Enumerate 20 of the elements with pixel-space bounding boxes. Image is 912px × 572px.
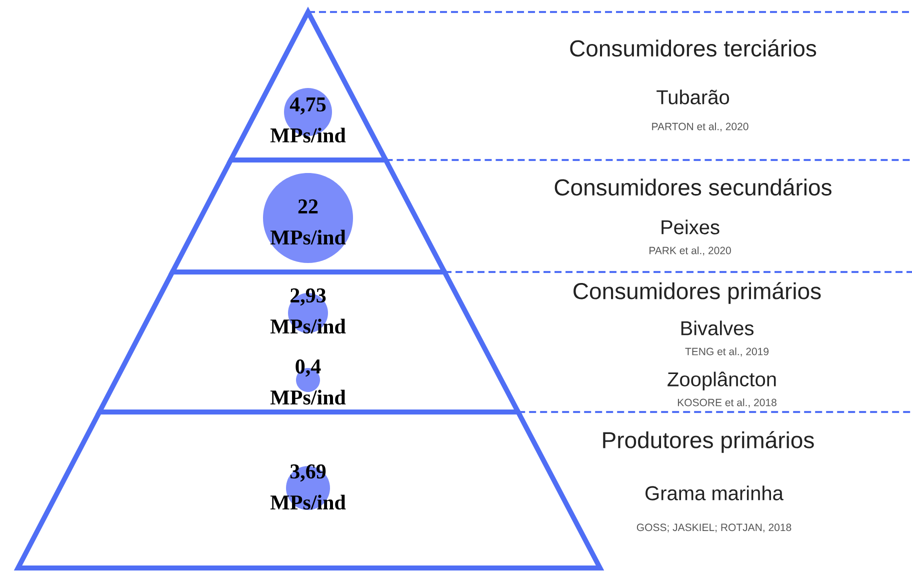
organism-name: Tubarão (656, 90, 730, 104)
level-title: Consumidores secundários (554, 178, 832, 196)
organism-name: Bivalves (681, 320, 754, 336)
citation: GOSS; JASKIEL; ROTJAN, 2018 (636, 524, 792, 532)
node-label: MPs/ind (270, 390, 346, 405)
citation: PARK et al., 2020 (650, 246, 731, 256)
organism-name: Zooplâncton (668, 372, 776, 390)
citation: TENG et al., 2019 (685, 348, 768, 356)
organism-name: Grama marinha (646, 486, 784, 500)
level-title: Consumidores terciários (570, 39, 816, 57)
citation: KOSORE et al., 2018 (678, 398, 776, 408)
level-title: Consumidores primários (574, 282, 821, 304)
value-bubble: 4,75 MPs/ind (270, 88, 346, 142)
level-title: Produtores primários (603, 431, 814, 453)
value-bubble: 0,4 MPs/ind (270, 359, 346, 405)
value-bubble: 22 MPs/ind (263, 173, 353, 263)
value-bubble: 2,93 MPs/ind (270, 288, 346, 334)
citation: PARTON et al., 2020 (652, 122, 748, 132)
organism-name: Peixes (662, 220, 720, 234)
value-bubble: 3,69 MPs/ind (270, 464, 346, 510)
